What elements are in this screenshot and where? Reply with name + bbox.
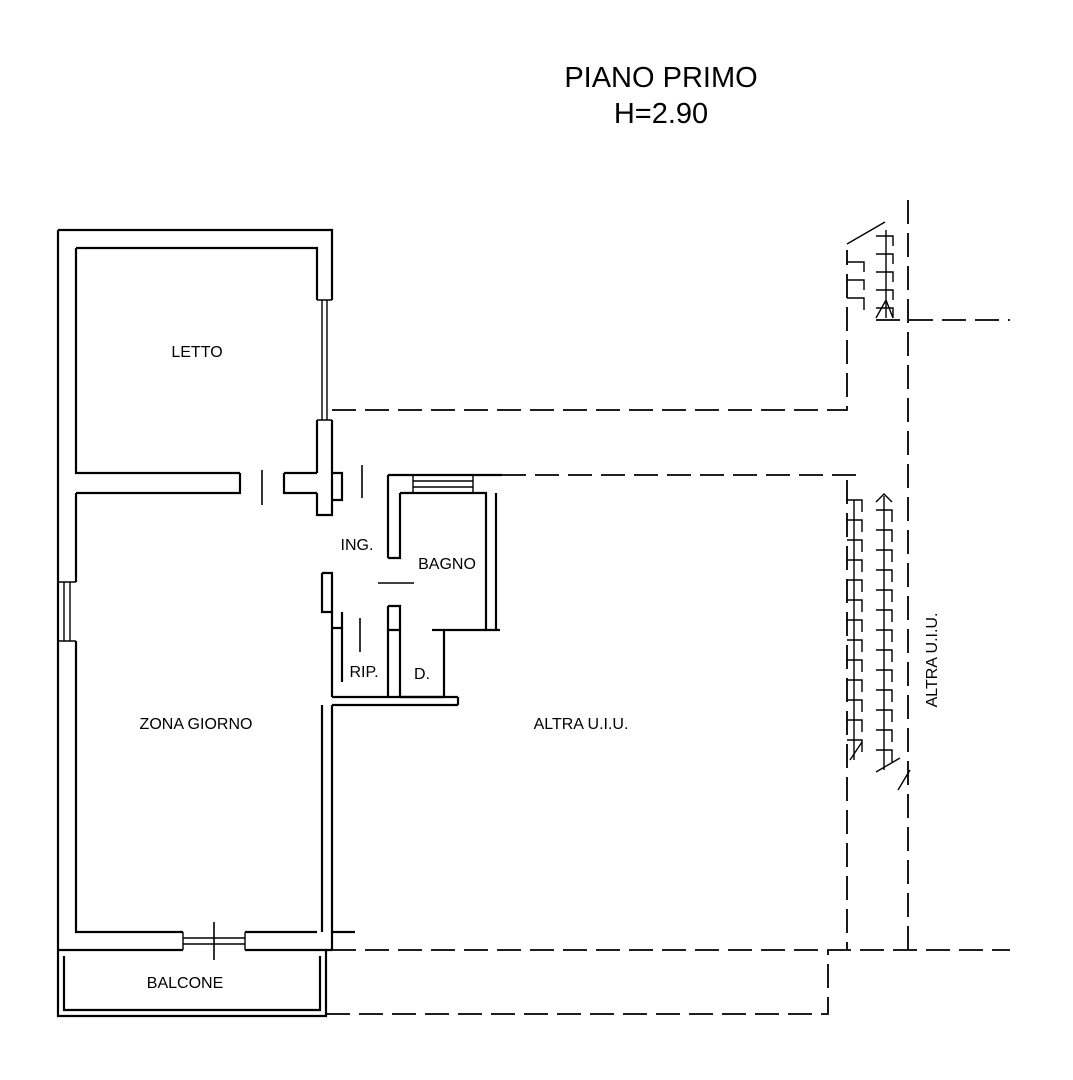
balcone	[56, 922, 334, 1018]
outer-walls	[56, 228, 334, 952]
interior-walls	[76, 465, 502, 934]
label-zona-giorno: ZONA GIORNO	[140, 716, 253, 733]
plan-title: PIANO PRIMO H=2.90	[511, 60, 811, 132]
label-altra-uiu-vertical: ALTRA U.I.U.	[924, 613, 941, 708]
floor-name: PIANO PRIMO	[564, 62, 758, 94]
label-ingresso: ING.	[341, 537, 374, 554]
label-altra-uiu: ALTRA U.I.U.	[534, 716, 629, 733]
boundary-lines	[326, 200, 1010, 1015]
label-bagno: BAGNO	[418, 556, 476, 573]
label-ripostiglio: RIP.	[349, 664, 378, 681]
label-disimpegno: D.	[414, 666, 430, 683]
floor-height: H=2.90	[613, 98, 709, 130]
letto-window	[315, 299, 334, 473]
label-letto: LETTO	[171, 344, 222, 361]
label-balcone: BALCONE	[147, 975, 223, 992]
